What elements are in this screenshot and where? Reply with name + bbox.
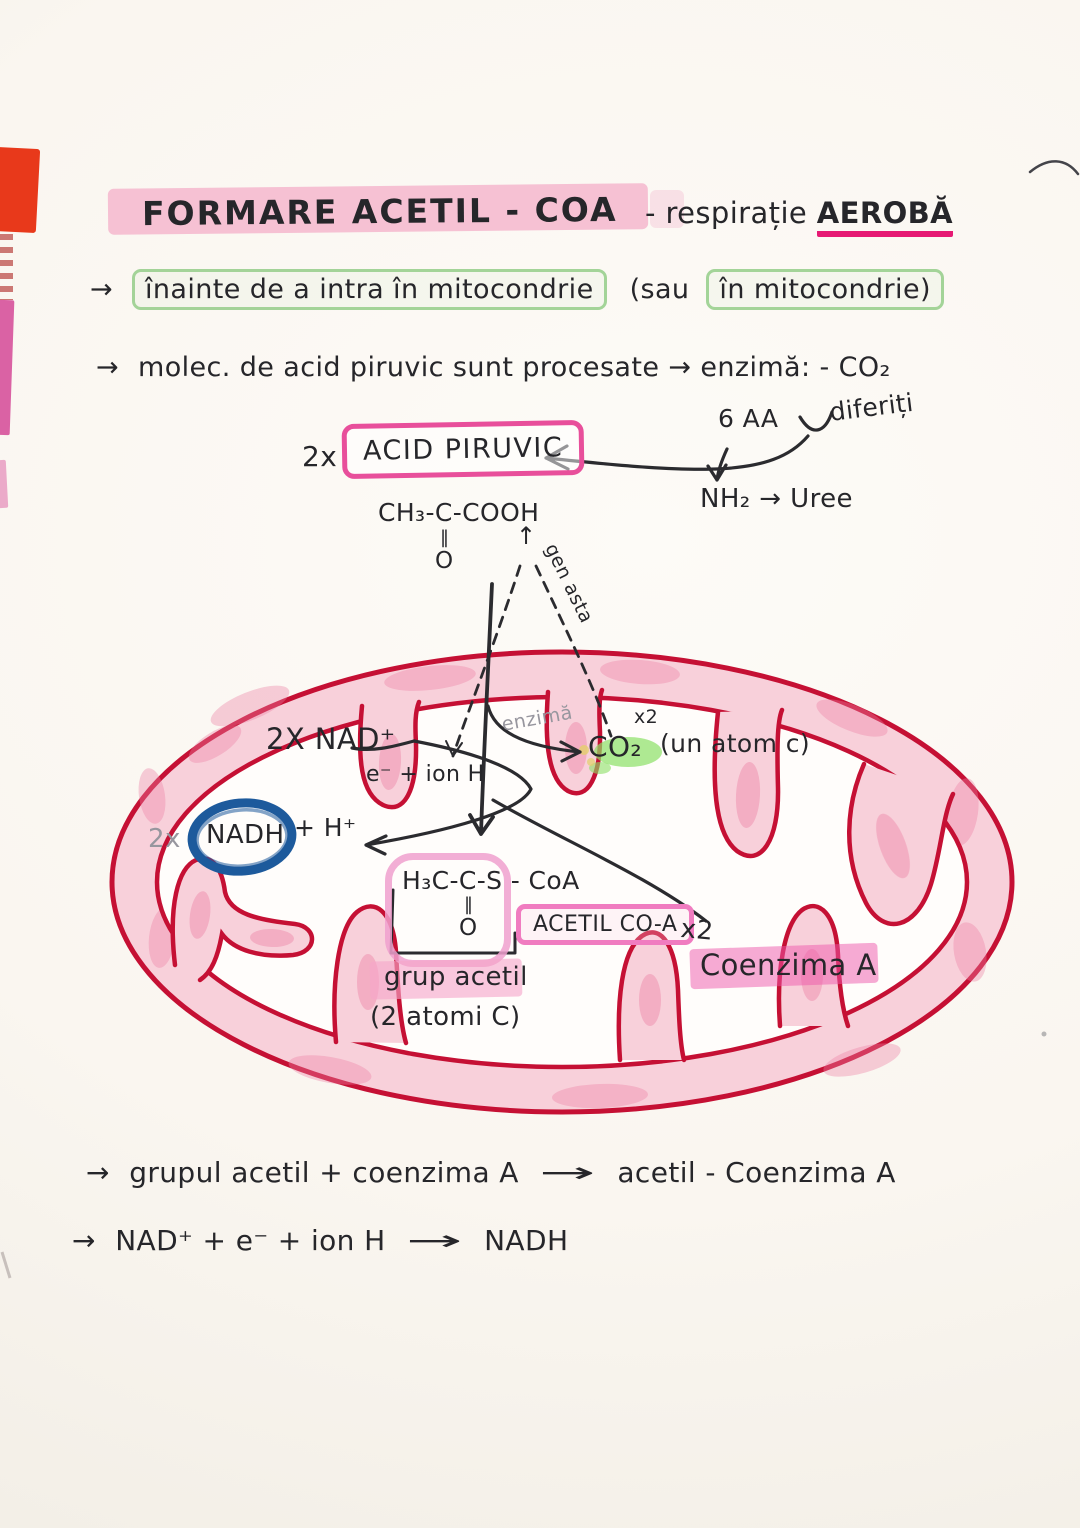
green-boxed-phrase-2: în mitocondrie): [706, 269, 944, 310]
bullet-arrow: →: [96, 352, 120, 383]
summary-line-2-right: NADH: [484, 1224, 569, 1257]
margin-red-strip: [0, 146, 41, 234]
nadh-multiplier: 2x: [148, 824, 181, 854]
co2-multiplier: x2: [634, 706, 659, 728]
title-highlight-tail: [650, 190, 684, 228]
acetyl-double-bond: ‖: [464, 894, 474, 915]
acetil-coa-box: ACETIL CO-A: [516, 904, 695, 945]
green-boxed-phrase: înainte de a intra în mitocondrie: [132, 269, 607, 310]
nad-label: 2X NAD⁺: [266, 722, 396, 756]
bullet-arrow: →: [72, 1224, 96, 1257]
coenzima-label: Coenzima A: [700, 948, 877, 982]
bullet-arrow: →: [86, 1156, 110, 1189]
co2-green-highlight: [579, 737, 662, 774]
nadh-plus: + H⁺: [294, 813, 357, 842]
acetyl-formula: H₃C-C-S - CoA: [402, 866, 580, 895]
stray-dot: [1041, 1031, 1047, 1037]
acid-piruvic-label: ACID PIRUVIC: [362, 432, 564, 467]
electron-label: e⁻ + ion H: [366, 762, 485, 787]
intro-line-2-text: molec. de acid piruvic sunt procesate → …: [138, 352, 891, 383]
acetil-coa-label: ACETIL CO-A: [533, 912, 678, 937]
co2-note: (un atom c): [660, 729, 811, 758]
pyruvate-double-bond: ‖: [440, 527, 450, 548]
bullet-arrow: →: [90, 274, 114, 305]
page-title: FORMARE ACETIL - COA: [141, 189, 618, 234]
acetyl-oxygen: O: [459, 915, 478, 941]
acetyl-multiplier: x2: [679, 914, 715, 947]
intro-line-1: → înainte de a intra în mitocondrie (sau…: [90, 269, 944, 310]
summary-line-1: → grupul acetil + coenzima A → acetil - …: [86, 1156, 896, 1189]
page-subtitle: - respirație AEROBĂ: [645, 196, 953, 237]
subtitle-prefix: - respirație: [645, 196, 808, 230]
pyruvate-formula: CH₃-C-COOH: [378, 498, 540, 527]
grup-acetil-note: (2 atomi C): [370, 1002, 521, 1032]
long-arrow: →: [406, 1224, 464, 1257]
aa-count: 6 AA: [718, 404, 779, 433]
insert-arrow: ↑: [516, 522, 537, 550]
nadh-blue-circle: [187, 798, 297, 876]
acid-piruvic-box: ACID PIRUVIC: [341, 419, 585, 480]
margin-speckle-strip: [0, 234, 13, 300]
summary-line-2: → NAD⁺ + e⁻ + ion H → NADH: [72, 1224, 568, 1257]
paren-open: (sau: [629, 274, 690, 305]
co2-label: CO₂: [588, 730, 643, 763]
stray-mark: [0, 1251, 12, 1279]
summary-line-1-left: grupul acetil + coenzima A: [129, 1156, 519, 1189]
subtitle-emphasis: AEROBĂ: [816, 196, 953, 237]
summary-line-2-left: NAD⁺ + e⁻ + ion H: [115, 1224, 386, 1257]
nadh-label: NADH: [206, 820, 285, 850]
intro-line-2: → molec. de acid piruvic sunt procesate …: [96, 352, 891, 383]
long-arrow: →: [539, 1156, 597, 1189]
amine-line: NH₂ → Uree: [700, 484, 853, 514]
pyruvate-oxygen: O: [435, 548, 454, 574]
summary-line-1-right: acetil - Coenzima A: [617, 1156, 896, 1189]
grup-acetil-label: grup acetil: [384, 962, 528, 992]
pyruvate-multiplier: 2x: [302, 440, 338, 473]
